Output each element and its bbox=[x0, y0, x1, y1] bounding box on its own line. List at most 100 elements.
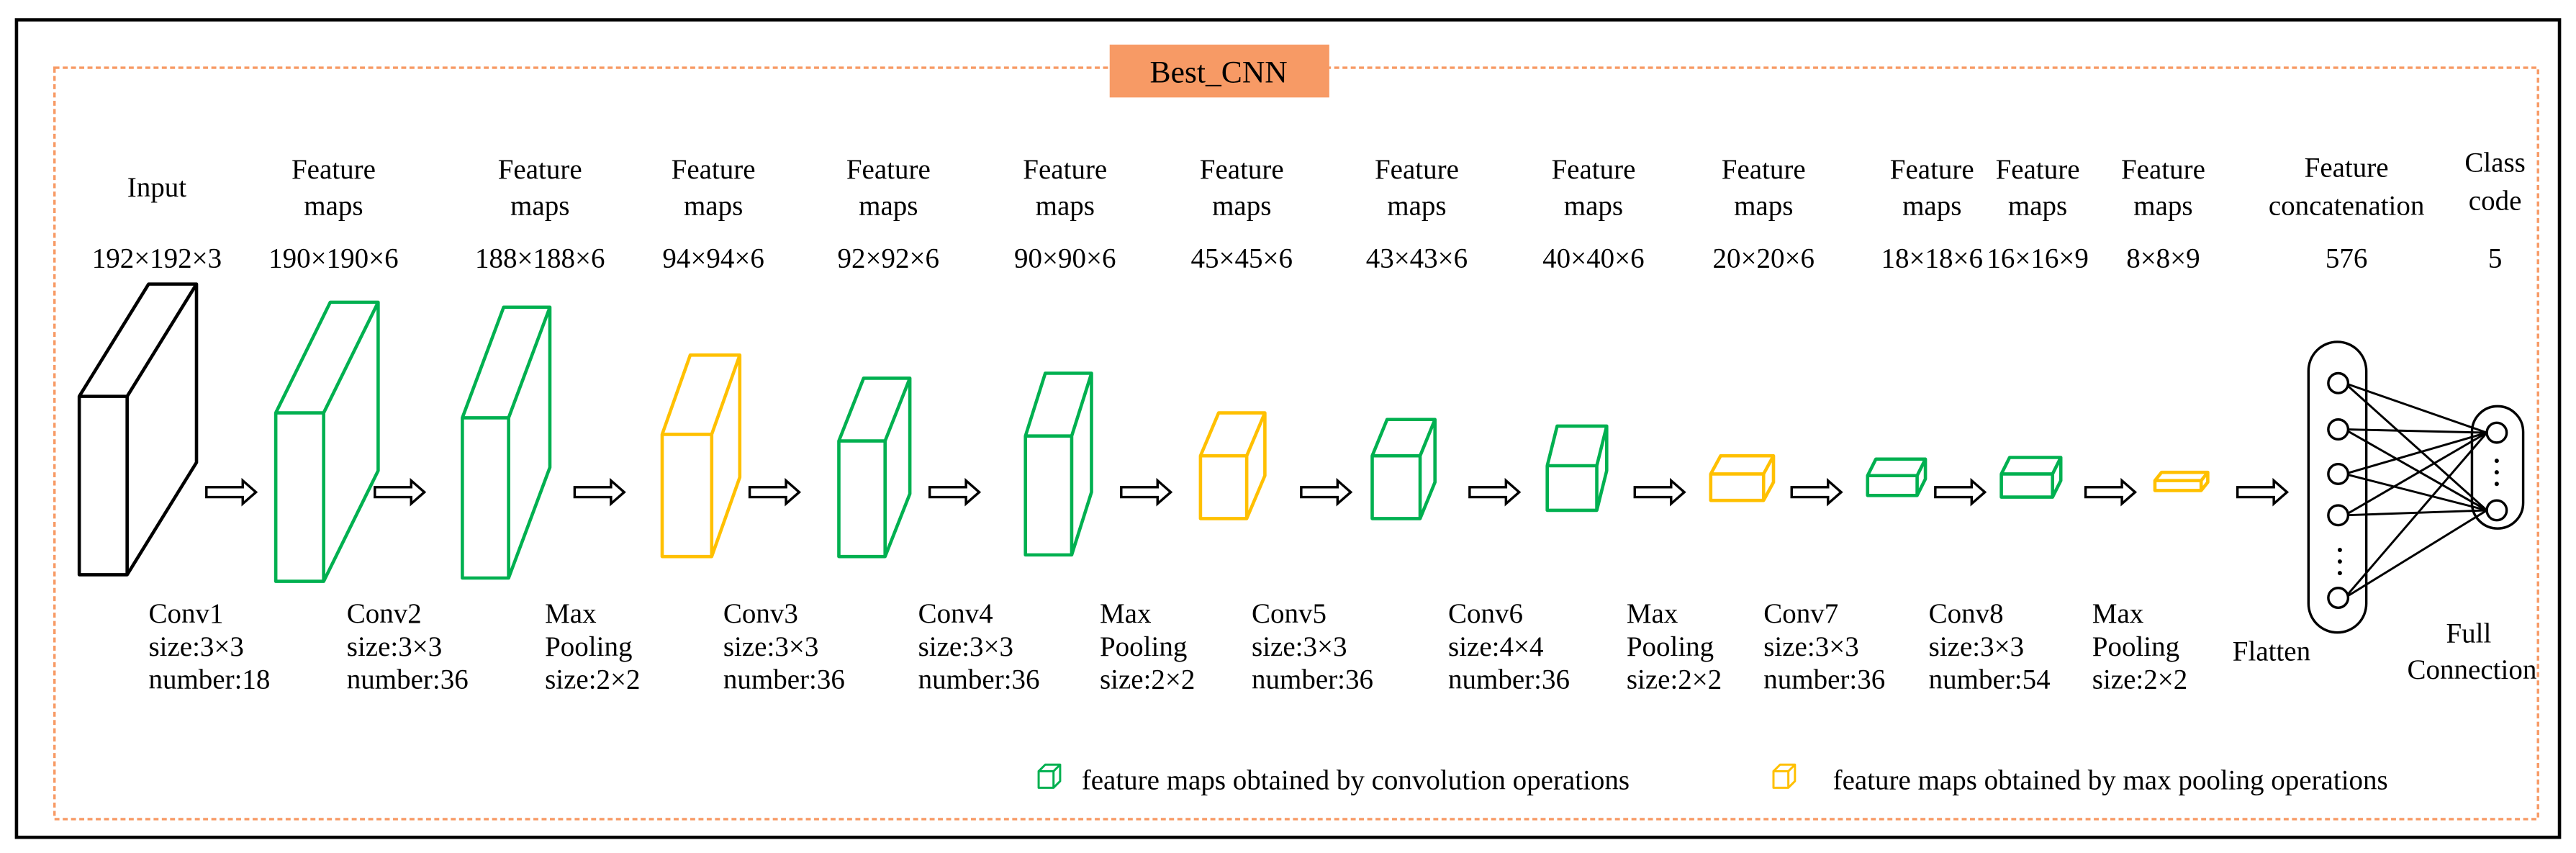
layer-name-label-line2: maps bbox=[1036, 190, 1095, 221]
layer-name-label-line2: maps bbox=[1564, 190, 1623, 221]
operation-label: size:3×3 bbox=[918, 631, 1013, 662]
arrow-icon bbox=[374, 477, 427, 507]
neuron-node bbox=[2327, 587, 2350, 610]
arrow-icon bbox=[2236, 477, 2290, 507]
full-connection-label-1: Full bbox=[2446, 618, 2491, 649]
layer-dimensions: 90×90×6 bbox=[1014, 243, 1116, 274]
convolution-feature-map-block bbox=[1545, 424, 1609, 513]
operation-label: Conv3 bbox=[723, 598, 798, 629]
layer-name-label-line2: maps bbox=[684, 190, 743, 221]
full-connection-label-2: Connection bbox=[2408, 654, 2537, 685]
operation-label: size:3×3 bbox=[723, 631, 818, 662]
layer-name-label-line2: maps bbox=[859, 190, 918, 221]
layer-dimensions: 45×45×6 bbox=[1191, 243, 1293, 274]
arrow-icon bbox=[2084, 477, 2138, 507]
layer-name-label: Feature bbox=[1996, 154, 2080, 185]
operation-label: Pooling bbox=[545, 631, 632, 662]
operation-label: size:3×3 bbox=[1763, 631, 1858, 662]
flatten-layer bbox=[2307, 340, 2368, 634]
layer-name-label-line2: maps bbox=[2133, 190, 2192, 221]
layer-name-label: Feature bbox=[1023, 154, 1107, 185]
top-labels: Input192×192×3Featuremaps190×190×6Featur… bbox=[92, 148, 2526, 274]
operation-label: Conv2 bbox=[347, 598, 422, 629]
neuron-node bbox=[2327, 504, 2350, 527]
layer-name-label-line2: concatenation bbox=[2269, 190, 2425, 221]
layer-name-label-line2: maps bbox=[304, 190, 363, 221]
operation-label: size:3×3 bbox=[347, 631, 442, 662]
diagram-title: Best_CNN bbox=[1150, 55, 1288, 90]
convolution-feature-map-block bbox=[461, 305, 552, 580]
arrow-icon bbox=[748, 477, 802, 507]
operation-label: Conv6 bbox=[1448, 598, 1523, 629]
convolution-feature-map-block bbox=[1866, 457, 1928, 497]
layer-name-label: Feature bbox=[498, 154, 582, 185]
layer-dimensions: 92×92×6 bbox=[838, 243, 940, 274]
pooling-feature-map-block bbox=[1198, 411, 1267, 520]
operation-label: size:2×2 bbox=[2092, 664, 2187, 695]
convolution-feature-map-block bbox=[837, 376, 912, 559]
outer-frame bbox=[14, 18, 2562, 839]
operation-label: size:2×2 bbox=[545, 664, 640, 695]
operation-labels: Conv1size:3×3number:18Conv2size:3×3numbe… bbox=[148, 598, 2187, 695]
operation-label: number:36 bbox=[723, 664, 845, 695]
operation-label: number:36 bbox=[1252, 664, 1373, 695]
layer-name-label: Feature bbox=[846, 154, 931, 185]
operation-label: number:36 bbox=[918, 664, 1040, 695]
layer-name-label: Feature bbox=[1200, 154, 1284, 185]
operation-label: size:2×2 bbox=[1100, 664, 1195, 695]
neuron-node bbox=[2327, 462, 2350, 485]
operation-label: Conv1 bbox=[148, 598, 223, 629]
arrow-icon bbox=[573, 477, 626, 507]
fully-connected-network bbox=[2307, 340, 2525, 634]
layer-name-label: Feature bbox=[1551, 154, 1635, 185]
operation-label: Pooling bbox=[1627, 631, 1714, 662]
operation-label: number:36 bbox=[347, 664, 469, 695]
operation-label: number:18 bbox=[148, 664, 270, 695]
pooling-feature-map-block bbox=[1709, 453, 1776, 502]
operation-label: Max bbox=[1627, 598, 1678, 629]
layer-dimensions: 20×20×6 bbox=[1712, 243, 1815, 274]
layer-name-label: Feature bbox=[2305, 152, 2389, 183]
layer-name-label: Feature bbox=[1722, 154, 1806, 185]
arrow-icon bbox=[1934, 477, 1987, 507]
layer-name-label: Feature bbox=[2121, 154, 2205, 185]
neuron-node bbox=[2327, 371, 2350, 394]
operation-label: number:36 bbox=[1763, 664, 1885, 695]
layer-name-label-line2: maps bbox=[1734, 190, 1793, 221]
layer-dimensions: 192×192×3 bbox=[92, 243, 222, 274]
operation-label: size:3×3 bbox=[1252, 631, 1347, 662]
layer-dimensions: 8×8×9 bbox=[2126, 243, 2200, 274]
operation-label: Max bbox=[545, 598, 597, 629]
operation-label: Conv8 bbox=[1929, 598, 2004, 629]
layer-name-label-line2: maps bbox=[2008, 190, 2067, 221]
layer-name-label-line2: maps bbox=[510, 190, 569, 221]
pooling-cube-icon bbox=[1772, 763, 1797, 789]
operation-label: size:3×3 bbox=[148, 631, 243, 662]
layer-dimensions: 43×43×6 bbox=[1366, 243, 1468, 274]
layer-dimensions: 190×190×6 bbox=[268, 243, 399, 274]
layer-name-label-line2: maps bbox=[1212, 190, 1271, 221]
layer-dimensions: 94×94×6 bbox=[662, 243, 764, 274]
layer-dimensions: 18×18×6 bbox=[1881, 243, 1983, 274]
legend-pooling-text: feature maps obtained by max pooling ope… bbox=[1833, 765, 2388, 796]
operation-label: Conv4 bbox=[918, 598, 993, 629]
layer-name-label: Feature bbox=[672, 154, 756, 185]
operation-label: Conv5 bbox=[1252, 598, 1327, 629]
layer-name-label: Feature bbox=[1890, 154, 1974, 185]
title-box bbox=[1109, 44, 1329, 98]
convolution-feature-map-block bbox=[1370, 418, 1437, 520]
operation-label: Max bbox=[1100, 598, 1152, 629]
neuron-node bbox=[2485, 421, 2508, 444]
layer-dimensions: 188×188×6 bbox=[475, 243, 605, 274]
legend-convolution-text: feature maps obtained by convolution ope… bbox=[1082, 765, 1630, 796]
arrows bbox=[205, 477, 2290, 507]
input-feature-map-block bbox=[77, 282, 199, 577]
pooling-feature-map-block bbox=[660, 353, 742, 559]
feature-map-blocks bbox=[77, 282, 2210, 583]
layer-name-label-line2: maps bbox=[1902, 190, 1961, 221]
convolution-feature-map-block bbox=[274, 300, 380, 583]
layer-dimensions: 40×40×6 bbox=[1542, 243, 1645, 274]
arrow-icon bbox=[1633, 477, 1686, 507]
operation-label: Conv7 bbox=[1763, 598, 1838, 629]
